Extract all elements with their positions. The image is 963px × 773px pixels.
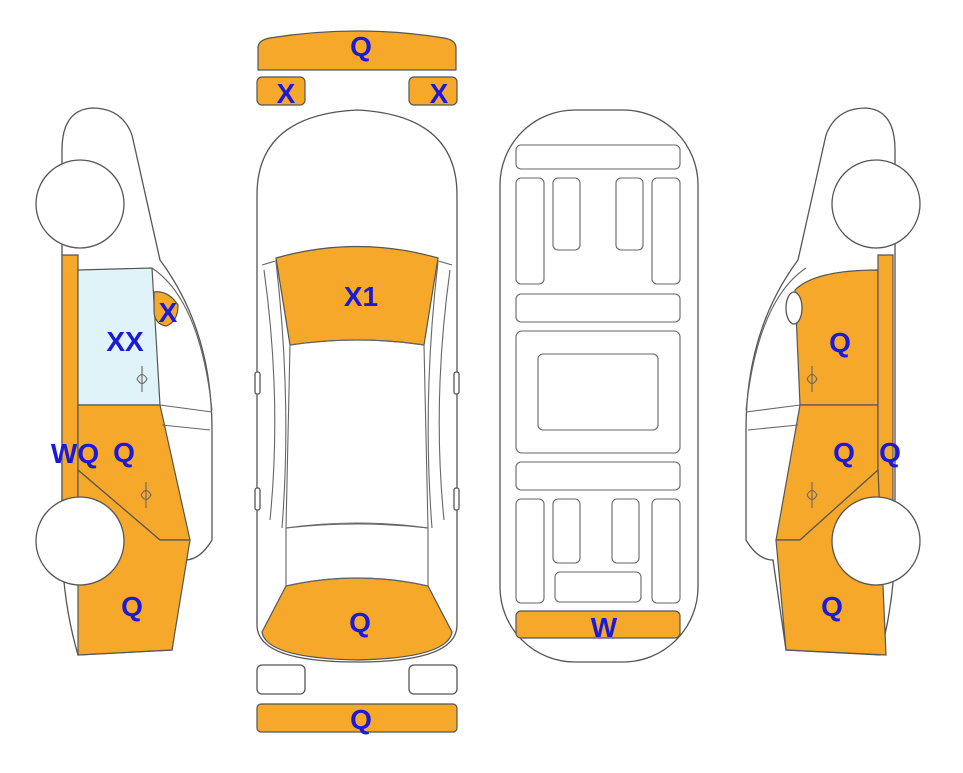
top-view-left-handle [254, 487, 261, 511]
underside-panel-f [552, 498, 581, 564]
left-side-window-line [151, 267, 213, 431]
label-right-front-door: Q [833, 437, 855, 468]
top-view-right-mirror [453, 371, 460, 395]
underside-center-box [537, 353, 659, 431]
rear-light-left-panel[interactable] [256, 664, 306, 695]
underside-panel-d [651, 177, 681, 285]
front-light-right-panel[interactable] [408, 76, 458, 106]
top-view-left-pillar [263, 269, 276, 521]
underside-body [499, 109, 699, 663]
rear-light-right-panel[interactable] [408, 664, 458, 695]
underside-panel-c [615, 177, 644, 251]
left-rear-wheel [35, 496, 125, 586]
right-side-mirror [785, 291, 803, 325]
front-bumper-panel[interactable] [257, 30, 457, 71]
right-side-window-line [745, 267, 807, 431]
underside-bottom-box [554, 571, 642, 603]
label-left-front-glass: XX [106, 326, 144, 357]
label-left-sill: WQ [51, 438, 99, 469]
label-trunk-floor: W [591, 612, 618, 643]
label-right-rear-fender: Q [821, 591, 843, 622]
trunk-floor-panel[interactable] [515, 610, 681, 639]
left-rear-handle [140, 482, 152, 508]
label-front-light-right: X [430, 78, 449, 109]
underside-top-bar [515, 144, 681, 170]
label-left-front-door: Q [113, 437, 135, 468]
underside-mid-frame [515, 330, 681, 454]
underside-mid-bar-2 [515, 461, 681, 491]
label-left-rear-fender: Q [121, 591, 143, 622]
right-front-handle [806, 366, 818, 392]
underside-panel-h [651, 498, 681, 604]
top-view-car-body [256, 109, 458, 663]
label-left-mirror: X [159, 297, 178, 328]
top-view-rear-line [285, 522, 429, 587]
rear-bumper-panel[interactable] [256, 703, 458, 733]
label-rear-bumper: Q [350, 704, 372, 735]
left-front-handle [136, 366, 148, 392]
label-rear-window: Q [349, 607, 371, 638]
underside-panel-a [515, 177, 545, 285]
top-view-right-handle [453, 487, 460, 511]
right-rear-handle [806, 482, 818, 508]
top-view-left-pillar-inner [275, 261, 287, 529]
right-rear-wheel [831, 496, 921, 586]
left-front-wheel [35, 159, 125, 249]
right-front-wheel [831, 159, 921, 249]
top-view-right-pillar [438, 269, 451, 521]
left-mirror-panel[interactable] [153, 291, 179, 327]
top-view-left-mirror [254, 371, 261, 395]
label-right-front-fender: Q [829, 327, 851, 358]
underside-panel-b [552, 177, 581, 251]
label-front-bumper: Q [350, 31, 372, 62]
label-front-light-left: X [277, 78, 296, 109]
underside-panel-g [611, 498, 640, 564]
label-right-pillar: Q [879, 437, 901, 468]
front-light-left-panel[interactable] [256, 76, 306, 106]
top-view-right-pillar-inner [427, 261, 439, 529]
label-windshield: X1 [344, 281, 378, 312]
underside-mid-bar-1 [515, 293, 681, 323]
underside-panel-e [515, 498, 545, 604]
